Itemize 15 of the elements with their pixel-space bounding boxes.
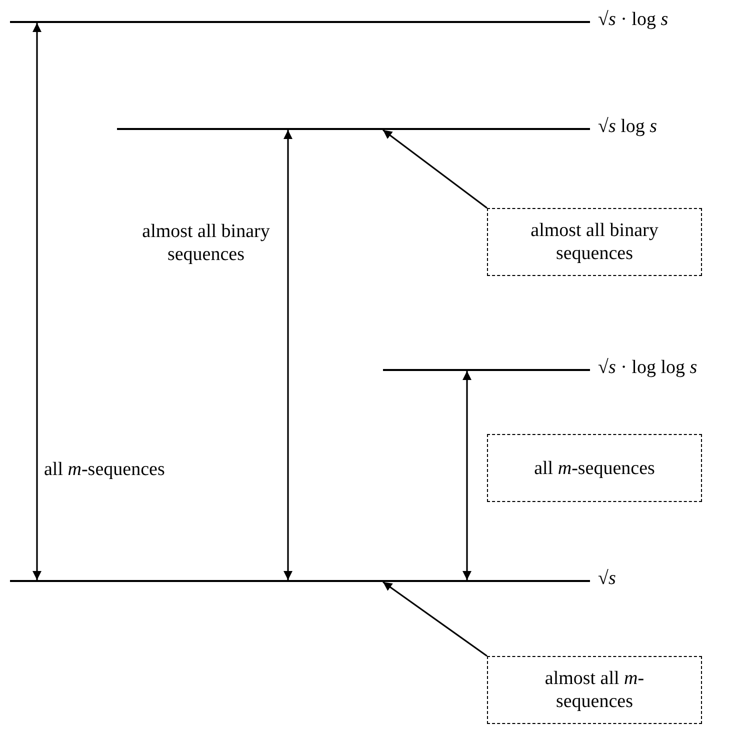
double-arrow — [32, 23, 42, 580]
leader-arrow — [382, 581, 488, 657]
level-label: √s — [598, 567, 616, 591]
dashed-box — [487, 434, 702, 502]
level-label: √s · log s — [598, 8, 668, 32]
level-label: √s log s — [598, 115, 658, 139]
dashed-box — [487, 656, 702, 724]
box-text: almost all binary sequences — [530, 219, 660, 265]
level-label: √s · log log s — [598, 356, 698, 380]
dashed-box — [487, 208, 702, 276]
double-arrow — [284, 130, 292, 580]
double-arrow — [462, 371, 472, 580]
box-text: all m-sequences — [534, 456, 655, 480]
leader-arrow — [382, 129, 488, 209]
box-text: almost all m-sequences — [544, 667, 646, 713]
